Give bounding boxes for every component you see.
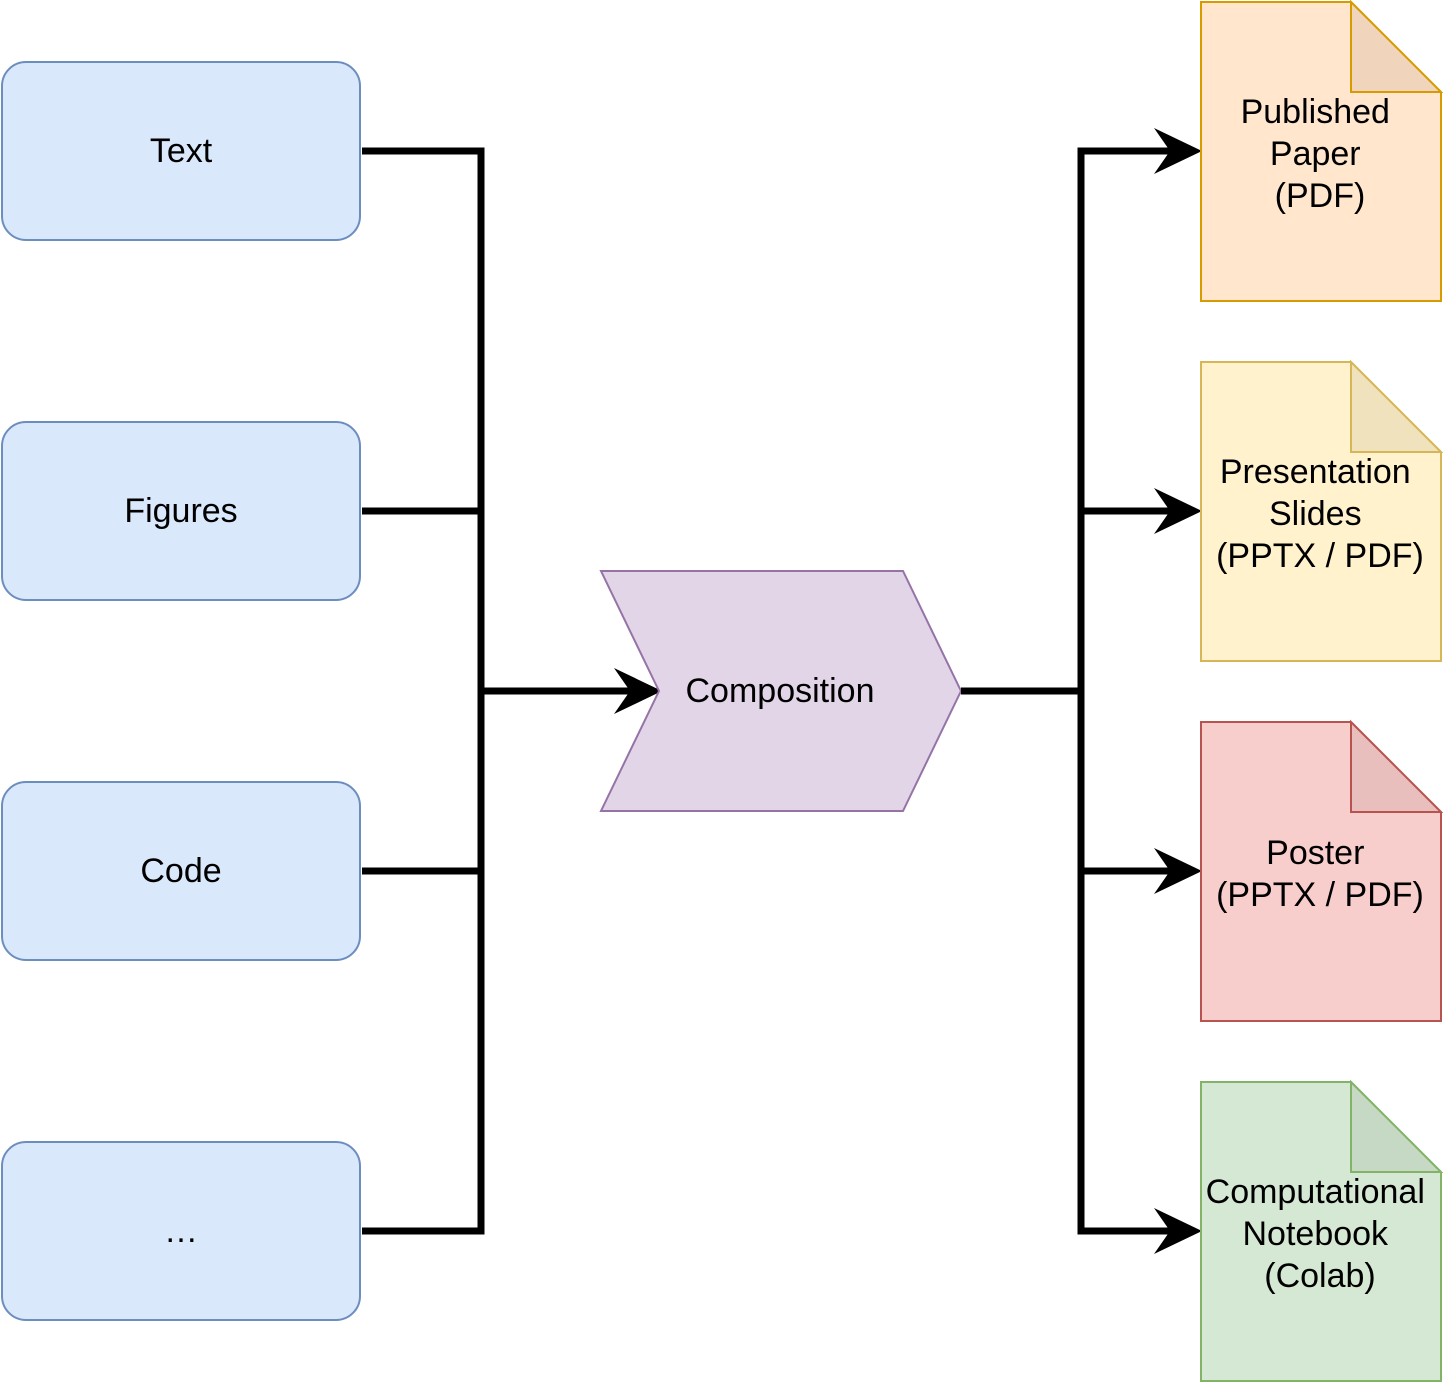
input-label-figures: Figures bbox=[124, 492, 237, 530]
arrowhead-composition bbox=[614, 668, 662, 714]
output-label-paper: Published Paper (PDF) bbox=[1241, 93, 1400, 215]
arrowhead-paper bbox=[1154, 128, 1202, 174]
output-connectors bbox=[961, 128, 1202, 1254]
input-box-text: Text bbox=[1, 61, 361, 241]
input-box-code: Code bbox=[1, 781, 361, 961]
input-box-figures: Figures bbox=[1, 421, 361, 601]
input-box-more: … bbox=[1, 1141, 361, 1321]
connector-paper bbox=[1077, 147, 1170, 1235]
input-label-text: Text bbox=[150, 132, 213, 170]
arrowhead-slides bbox=[1154, 488, 1202, 534]
arrowhead-poster bbox=[1154, 848, 1202, 894]
composition-step: Composition bbox=[599, 570, 963, 812]
output-label-slides: Presentation Slides (PPTX / PDF) bbox=[1216, 453, 1424, 575]
output-label-poster: Poster (PPTX / PDF) bbox=[1216, 834, 1424, 914]
output-doc-presentation-slides: Presentation Slides (PPTX / PDF) bbox=[1200, 359, 1443, 662]
output-doc-published-paper: Published Paper (PDF) bbox=[1200, 0, 1443, 302]
output-label-notebook: Computational Notebook (Colab) bbox=[1206, 1173, 1435, 1295]
output-doc-poster: Poster (PPTX / PDF) bbox=[1200, 719, 1443, 1022]
connector-text bbox=[362, 147, 485, 1235]
input-connectors bbox=[362, 147, 662, 1235]
input-label-more: … bbox=[164, 1212, 198, 1250]
output-doc-computational-notebook: Computational Notebook (Colab) bbox=[1200, 1079, 1443, 1382]
composition-label: Composition bbox=[686, 672, 875, 710]
arrowhead-notebook bbox=[1154, 1208, 1202, 1254]
input-label-code: Code bbox=[140, 852, 221, 890]
